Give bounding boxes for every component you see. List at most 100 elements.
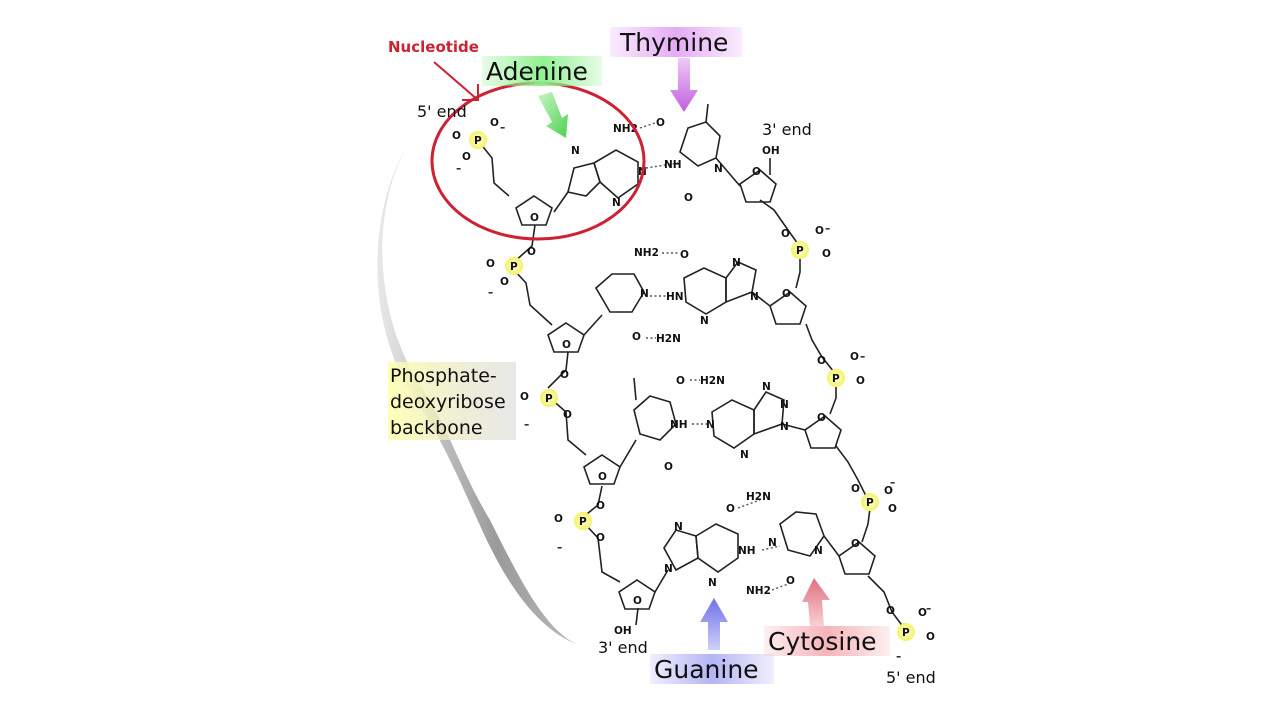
svg-text:O: O [676, 375, 685, 387]
svg-text:NH: NH [670, 419, 688, 431]
svg-text:O: O [598, 471, 607, 483]
svg-text:O: O [632, 331, 641, 343]
svg-text:N: N [700, 315, 709, 327]
sugar-4 [618, 579, 656, 610]
sugar-8 [838, 540, 876, 575]
svg-text:N: N [814, 545, 823, 557]
svg-text:O: O [886, 605, 895, 617]
svg-text:NH2: NH2 [746, 585, 771, 597]
phosphate-8 [897, 623, 915, 641]
cytosine-label: Cytosine [768, 627, 877, 656]
svg-text:N: N [762, 381, 771, 393]
five-prime-end-top: 5' end [417, 102, 467, 121]
svg-text:–: – [926, 603, 931, 615]
svg-text:P: P [510, 261, 518, 273]
svg-text:N: N [780, 421, 789, 433]
guanine-five-ring-1 [725, 261, 757, 304]
svg-text:N: N [740, 449, 749, 461]
cytosine-ring-1 [594, 273, 645, 313]
svg-text:NH2: NH2 [634, 247, 659, 259]
svg-text:–: – [896, 651, 901, 663]
guanine-arrow [700, 598, 728, 650]
svg-text:O: O [726, 503, 735, 515]
svg-text:N: N [708, 577, 717, 589]
svg-text:N: N [768, 537, 777, 549]
phosphate-7 [861, 493, 879, 511]
svg-text:O: O [781, 228, 790, 240]
svg-text:O: O [486, 258, 495, 270]
adenine-arrow [538, 92, 568, 138]
svg-text:O: O [452, 130, 461, 142]
svg-text:O: O [817, 355, 826, 367]
cytosine-highlight [764, 626, 890, 656]
svg-text:N: N [612, 197, 621, 209]
sugar-1 [515, 195, 553, 226]
thymine-ring [679, 121, 721, 167]
svg-text:N: N [780, 399, 789, 411]
guanine-label: Guanine [654, 655, 759, 684]
phosphate-3 [540, 389, 558, 407]
svg-text:O: O [851, 483, 860, 495]
phosphate-6 [827, 369, 845, 387]
svg-text:–: – [524, 419, 529, 431]
svg-text:O: O [752, 166, 761, 178]
svg-text:–: – [860, 351, 865, 363]
guanine-six-ring-1 [683, 267, 727, 315]
cytosine-arrow [802, 578, 830, 626]
svg-text:O: O [680, 249, 689, 261]
svg-text:O: O [822, 248, 831, 260]
adenine-highlight [482, 56, 602, 86]
adenine-six-ring [593, 149, 639, 200]
svg-text:–: – [825, 223, 830, 235]
svg-text:O: O [851, 538, 860, 550]
svg-text:HN: HN [666, 291, 684, 303]
five-prime-end-bottom: 5' end [886, 668, 936, 687]
thymine-highlight [610, 27, 742, 57]
svg-text:O: O [633, 595, 642, 607]
right-strand-backbone [759, 158, 905, 629]
svg-text:O: O [560, 369, 569, 381]
svg-text:O: O [850, 351, 859, 363]
thymine-ring-2 [633, 395, 677, 441]
svg-text:P: P [579, 516, 587, 528]
svg-text:O: O [500, 276, 509, 288]
svg-text:N: N [640, 288, 649, 300]
svg-text:N: N [674, 521, 683, 533]
svg-text:O: O [888, 503, 897, 515]
svg-text:–: – [500, 122, 505, 134]
backbone-highlight [388, 362, 516, 440]
svg-text:OH: OH [762, 145, 780, 157]
guanine-highlight [650, 654, 774, 684]
sugar-2 [547, 322, 585, 353]
svg-text:O: O [856, 375, 865, 387]
svg-text:O: O [562, 339, 571, 351]
svg-text:O: O [815, 225, 824, 237]
thymine-label: Thymine [619, 28, 728, 57]
phosphate-1 [469, 131, 487, 149]
sugars: O O O O O O O O [515, 166, 876, 610]
svg-text:O: O [884, 485, 893, 497]
backbone-label-line3: backbone [390, 417, 483, 439]
svg-text:H2N: H2N [746, 491, 771, 503]
backbone-label-line1: Phosphate- [390, 365, 497, 387]
sugar-3 [583, 454, 621, 485]
adenine-six-ring-2 [711, 399, 755, 449]
svg-text:–: – [557, 542, 562, 554]
svg-text:H2N: H2N [700, 375, 725, 387]
svg-text:NH: NH [738, 545, 756, 557]
svg-text:N: N [706, 419, 715, 431]
pair-adenine-thymine-top: N N N NH2 O O NH N OH [553, 103, 780, 213]
sugar-6 [769, 290, 807, 325]
svg-text:–: – [890, 477, 895, 489]
svg-text:P: P [545, 393, 553, 405]
svg-text:–: – [488, 287, 493, 299]
nucleotide-arrow [433, 61, 479, 101]
svg-text:–: – [456, 163, 461, 175]
sugar-7 [804, 414, 842, 449]
phosphate-4 [574, 512, 592, 530]
pair-guanine-cytosine: N N N O NH NH2 H2N N O N OH [614, 491, 840, 637]
svg-text:O: O [462, 151, 471, 163]
svg-text:P: P [866, 497, 874, 509]
svg-text:O: O [554, 513, 563, 525]
